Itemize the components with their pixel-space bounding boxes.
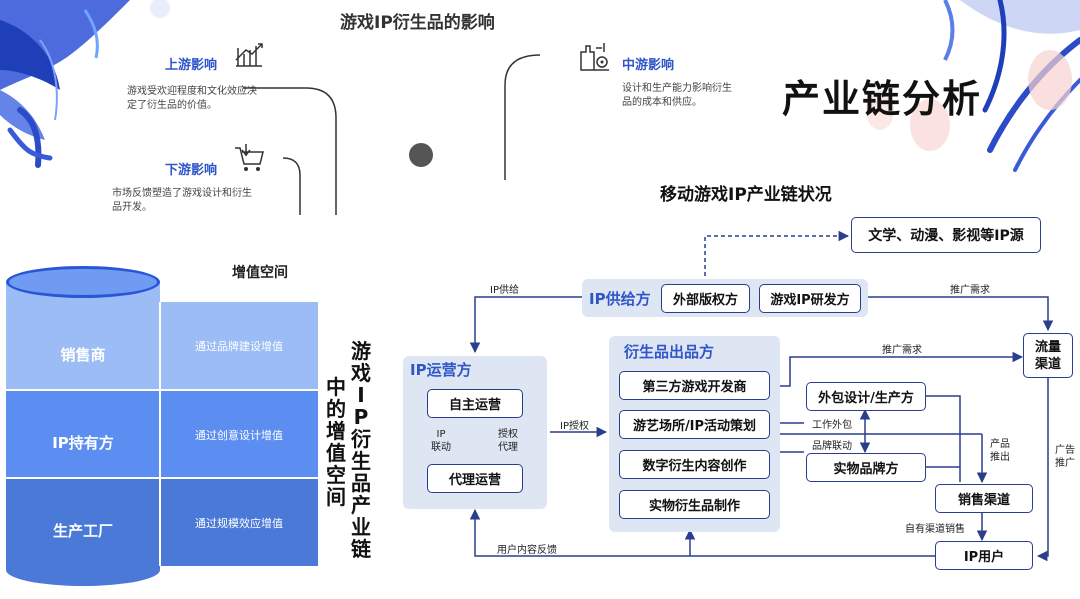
self-run-box: 自主运营 <box>427 389 523 418</box>
license-agent-label: 授权 代理 <box>498 429 518 453</box>
influence-title: 游戏IP衍生品的影响 <box>340 13 495 33</box>
segment-ip-holder: IP持有方 <box>52 434 114 452</box>
downstream-title: 下游影响 <box>165 163 218 178</box>
trend-up-chart-icon <box>232 38 266 72</box>
brand-box: 实物品牌方 <box>806 453 926 482</box>
center-dot <box>409 143 433 167</box>
value-space-side-title-b: 中的增值空间 <box>326 375 346 509</box>
outsource-box: 外包设计/生产方 <box>806 382 926 411</box>
value-space-side-title-a: 游戏IP衍生品产业链 <box>351 339 371 561</box>
ip-source-box: 文学、动漫、影视等IP源 <box>851 217 1041 253</box>
ip-operator-label: IP运营方 <box>410 361 472 379</box>
venue-event-planning-box: 游艺场所/IP活动策划 <box>619 410 770 439</box>
segment-seller: 销售商 <box>60 346 106 364</box>
midstream-title: 中游影响 <box>622 58 675 73</box>
ip-link-label: IP 联动 <box>431 429 451 453</box>
third-party-developer-box: 第三方游戏开发商 <box>619 371 770 400</box>
ip-user-box: IP用户 <box>935 541 1033 570</box>
ip-supplier-label: IP供给方 <box>589 290 651 308</box>
segment-seller-desc: 通过品牌建设增值 <box>195 340 283 353</box>
traffic-channel-box: 流量 渠道 <box>1023 333 1073 378</box>
upstream-text: 游戏受欢迎程度和文化效应决定了衍生品的价值。 <box>127 86 257 111</box>
agent-run-box: 代理运营 <box>427 464 523 493</box>
downstream-text: 市场反馈塑造了游戏设计和衍生品开发。 <box>112 188 252 213</box>
factory-gear-icon <box>578 40 612 74</box>
top-right-leaf-decoration <box>866 0 1080 172</box>
segment-factory: 生产工厂 <box>52 522 113 540</box>
ip-supply-label: IP供给 <box>490 285 519 296</box>
game-ip-developer-box: 游戏IP研发方 <box>759 284 861 313</box>
digital-content-box: 数字衍生内容创作 <box>619 450 770 479</box>
promo-need-label-top: 推广需求 <box>950 285 990 296</box>
promo-need-label: 推广需求 <box>882 345 922 356</box>
work-outsource-label: 工作外包 <box>812 420 852 431</box>
segment-factory-desc: 通过规模效应增值 <box>195 517 283 530</box>
segment-ip-holder-desc: 通过创意设计增值 <box>195 429 283 442</box>
own-channel-sales-label: 自有渠道销售 <box>905 524 965 535</box>
user-feedback-label: 用户内容反馈 <box>497 545 557 556</box>
ip-license-label: IP授权 <box>560 421 589 432</box>
top-left-leaf-decoration <box>0 0 170 168</box>
midstream-text: 设计和生产能力影响衍生品的成本和供应。 <box>622 83 732 108</box>
chain-title: 移动游戏IP产业链状况 <box>660 185 832 205</box>
product-push-label: 产品 推出 <box>990 439 1010 463</box>
value-cylinder <box>6 266 318 586</box>
physical-product-box: 实物衍生品制作 <box>619 490 770 519</box>
brand-link-label: 品牌联动 <box>812 441 852 452</box>
shopping-cart-icon <box>232 140 266 174</box>
derivative-label: 衍生品出品方 <box>624 343 715 361</box>
ad-push-label: 广告 推广 <box>1055 445 1075 469</box>
sales-channel-box: 销售渠道 <box>935 484 1033 513</box>
external-rights-holder-box: 外部版权方 <box>661 284 750 313</box>
upstream-title: 上游影响 <box>165 58 218 73</box>
value-space-title: 增值空间 <box>232 265 288 281</box>
main-title: 产业链分析 <box>782 77 983 121</box>
